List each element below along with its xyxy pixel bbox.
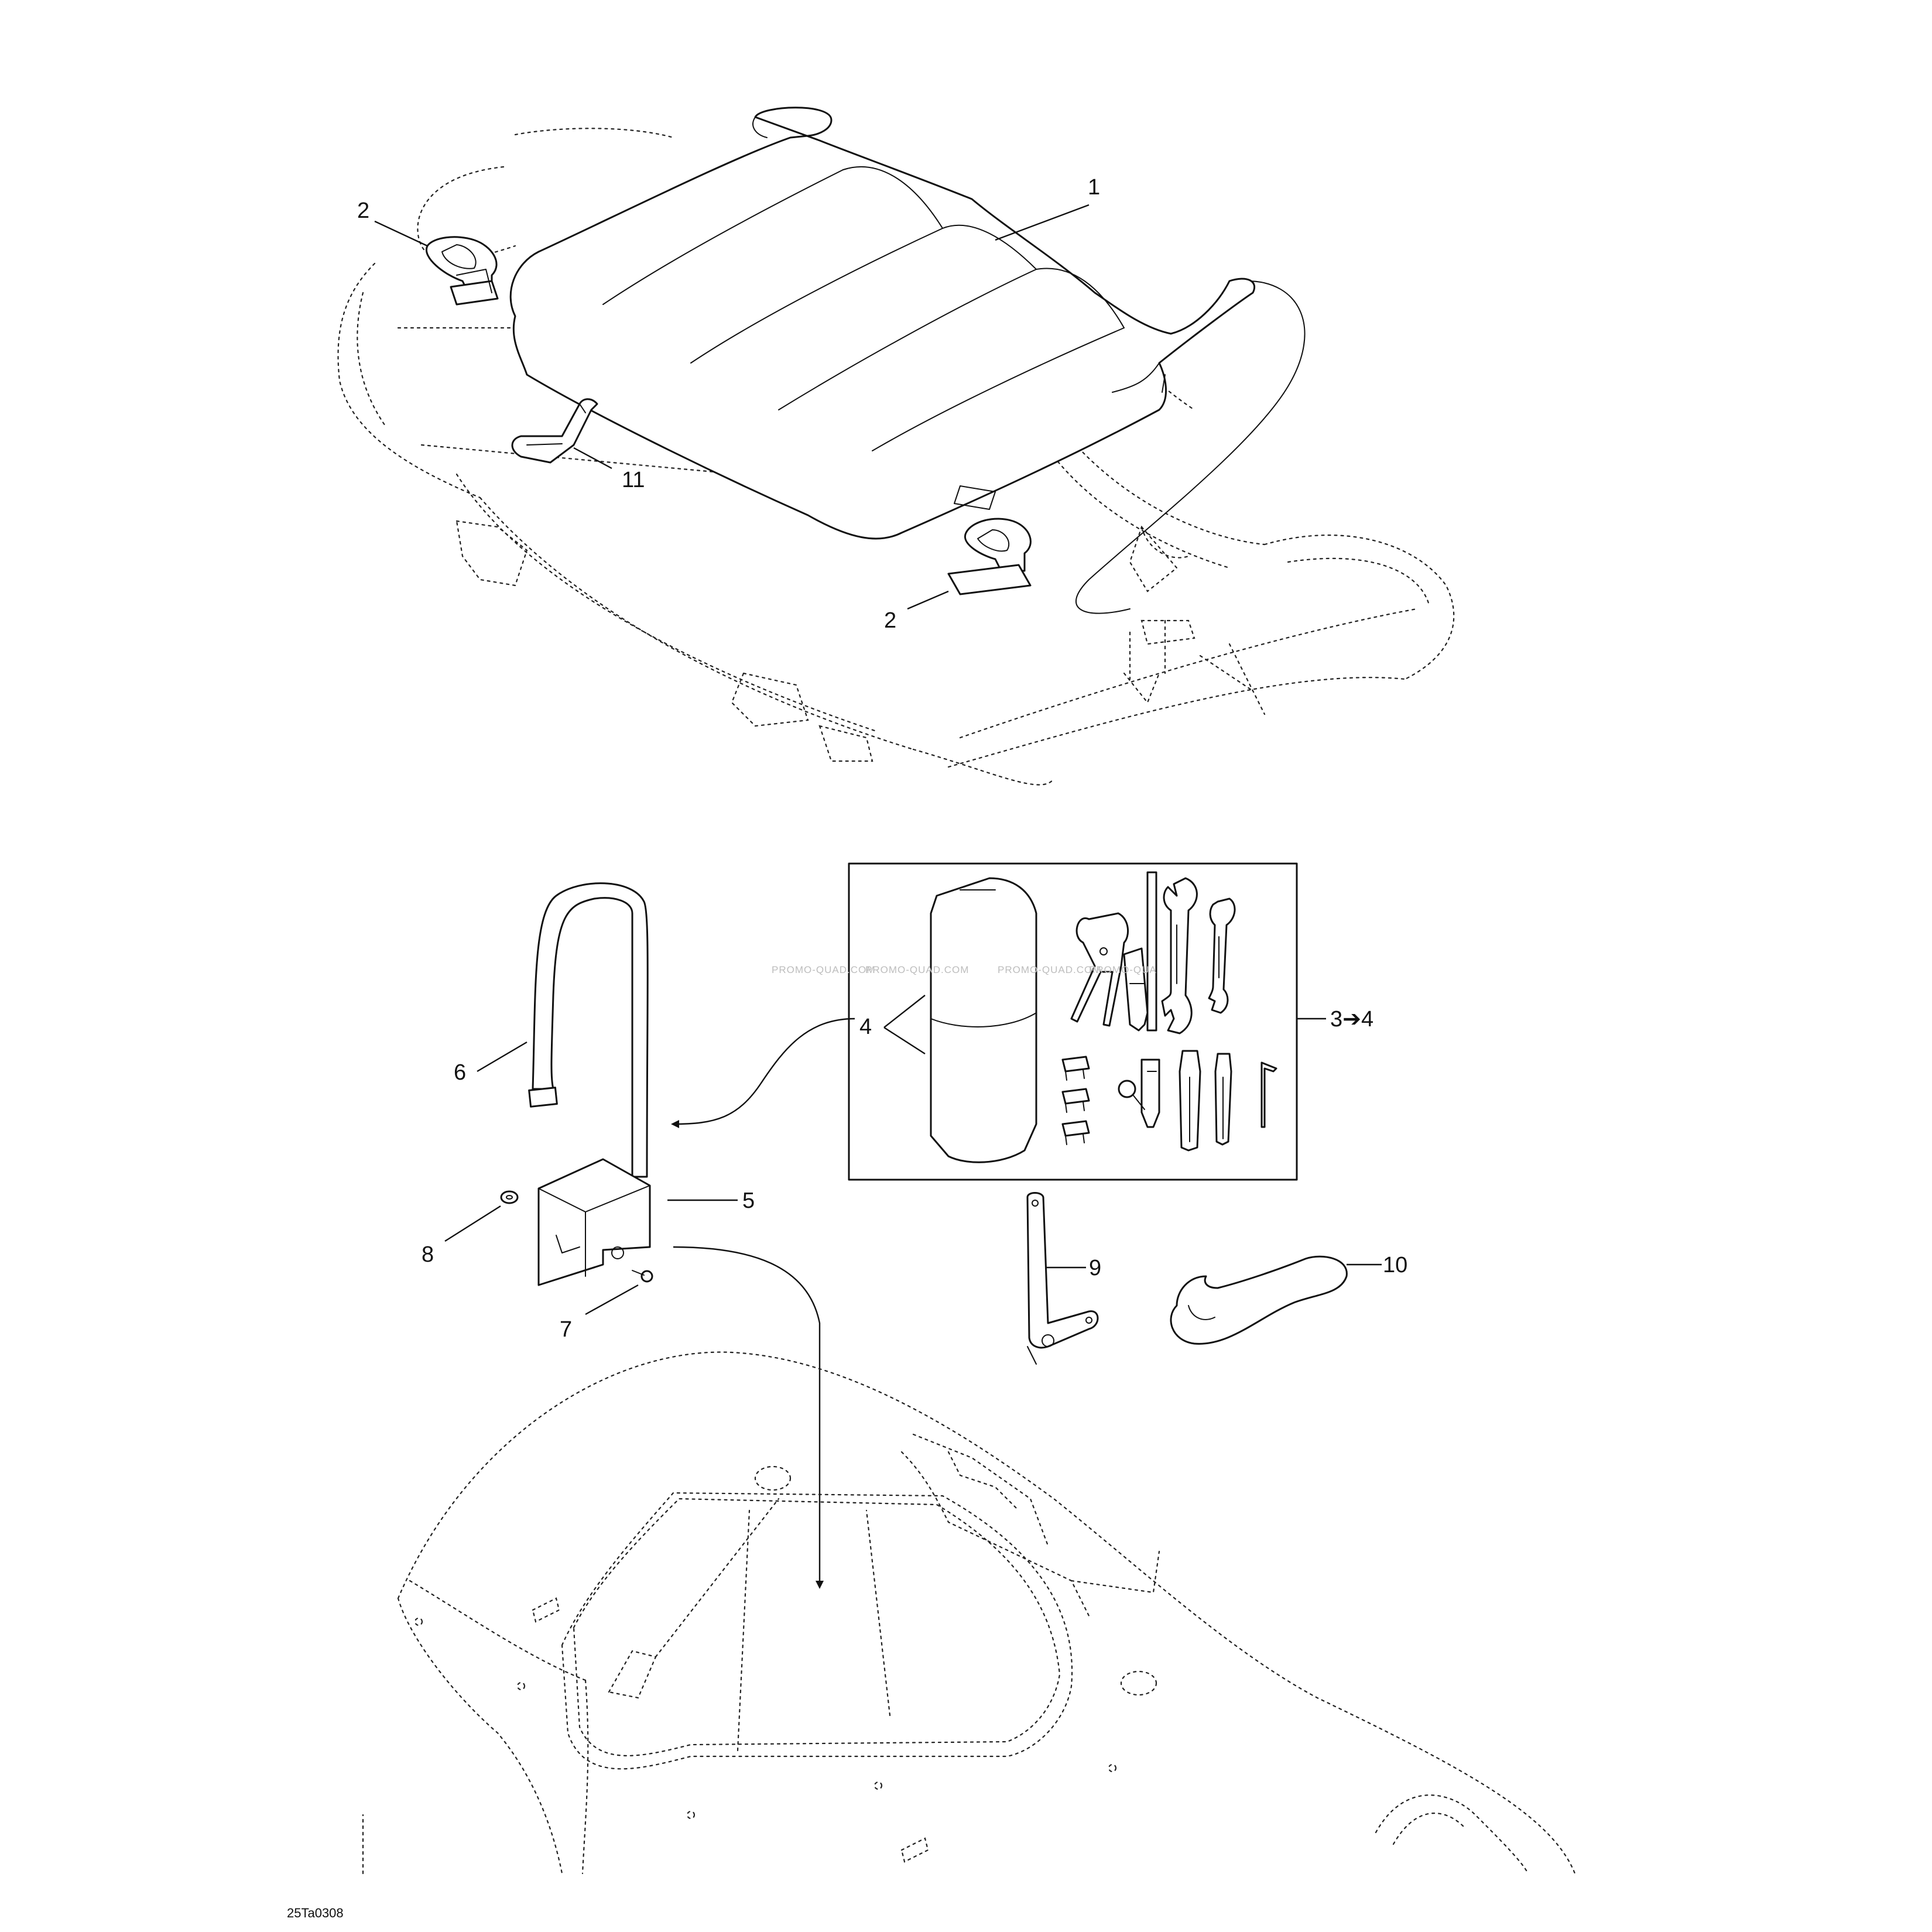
callout-10: 10 [1383,1253,1407,1277]
pliers [1070,912,1129,1027]
leader-6 [477,1041,527,1073]
screwdriver [1123,871,1157,1032]
rack-cover [509,107,1255,540]
watermark-3: PROMO-QUAD.COM [998,964,1101,975]
fuse-set [1061,1056,1090,1145]
callout-5: 5 [742,1188,755,1213]
wrench-small [1208,898,1236,1014]
strap [528,882,649,1178]
spark-plug-gauge [1118,1059,1160,1128]
allen-key [511,398,598,464]
rear-fender-compartment [362,1351,1576,1875]
leader-11 [573,447,612,470]
arrow-bracket-to-compartment [673,1246,824,1589]
tool-pouch [930,877,1037,1163]
hex-key-small [1260,1061,1277,1128]
watermark-4: PROMO-QUA [1089,964,1157,975]
leader-4 [883,995,926,1055]
wrench-large [1161,877,1198,1034]
callout-2a: 2 [357,198,369,223]
callout-7: 7 [560,1317,572,1342]
drawing-code: 25Ta0308 [287,1906,344,1920]
watermark-1: PROMO-QUAD.COM [772,964,875,975]
bracket [537,1158,651,1286]
rack-clip-left [425,236,499,306]
leader-7 [585,1284,639,1316]
callout-6: 6 [454,1060,466,1085]
callout-11: 11 [622,468,645,492]
callout-3-4: 3➔4 [1330,1007,1373,1032]
arrow-pouch-to-strap [671,1018,855,1128]
leader-2a [374,220,428,247]
watermark-2: PROMO-QUAD.COM [865,964,969,975]
leader-8 [444,1205,501,1242]
lever-tool [1026,1192,1099,1365]
callout-4: 4 [859,1015,872,1039]
rack-clip-right [947,518,1032,595]
callout-8: 8 [422,1242,434,1267]
tool-kit-frame [848,862,1298,1181]
callout-9: 9 [1089,1256,1101,1280]
leader-1 [995,204,1090,241]
spark-plug-wrench-small [1214,1053,1232,1146]
washer [500,1190,519,1204]
leader-2b [907,590,949,610]
callout-1: 1 [1088,175,1100,200]
callout-2b: 2 [884,608,896,633]
bolt [632,1270,653,1283]
spark-plug-wrench-large [1179,1050,1201,1152]
spanner-wrench [1170,1255,1348,1345]
